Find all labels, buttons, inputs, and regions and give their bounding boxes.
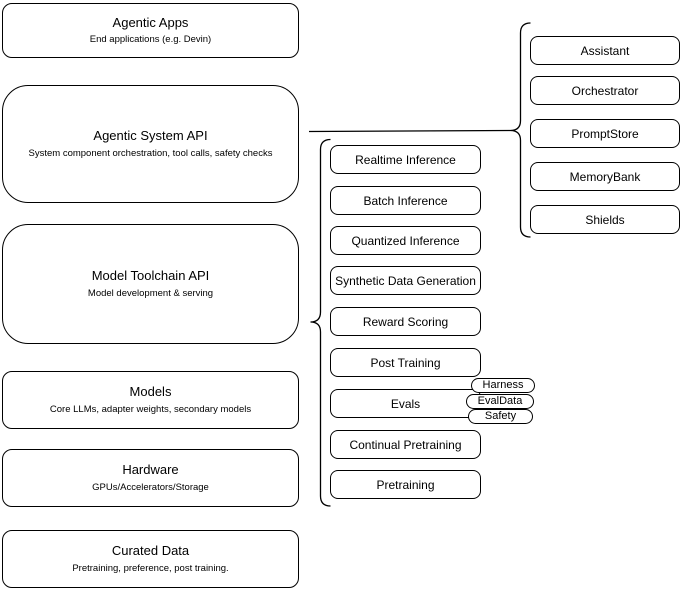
components-brace [510,22,531,238]
node-synthetic-data-generation: Synthetic Data Generation [330,266,481,295]
node-evals: Evals [330,389,481,418]
node-shields: Shields [530,205,680,234]
node-batch-inference: Batch Inference [330,186,481,215]
node-promptstore: PromptStore [530,119,680,148]
node-title: Models [129,384,172,400]
toolchain-brace [310,138,331,507]
node-subtitle: Model development & serving [87,287,214,299]
node-title: Agentic System API [93,128,208,144]
node-title: Agentic Apps [112,14,189,30]
node-subtitle: Core LLMs, adapter weights, secondary mo… [49,403,252,415]
node-assistant: Assistant [530,36,680,65]
node-memorybank: MemoryBank [530,162,680,191]
node-post-training: Post Training [330,348,481,377]
tag-safety: Safety [468,409,533,424]
api-components-connector-line [308,129,511,133]
node-subtitle: Pretraining, preference, post training. [72,562,229,574]
node-title: Model Toolchain API [91,268,210,284]
node-hardware: Hardware GPUs/Accelerators/Storage [2,449,299,507]
tag-evaldata: EvalData [466,394,534,409]
node-subtitle: GPUs/Accelerators/Storage [92,481,209,493]
node-models: Models Core LLMs, adapter weights, secon… [2,371,299,429]
node-model-toolchain-api: Model Toolchain API Model development & … [2,224,299,344]
node-orchestrator: Orchestrator [530,76,680,105]
node-agentic-apps: Agentic Apps End applications (e.g. Devi… [2,3,299,58]
node-title: Curated Data [111,543,190,559]
node-quantized-inference: Quantized Inference [330,226,481,255]
node-subtitle: End applications (e.g. Devin) [89,34,212,46]
node-continual-pretraining: Continual Pretraining [330,430,481,459]
node-reward-scoring: Reward Scoring [330,307,481,336]
node-subtitle: System component orchestration, tool cal… [28,147,273,159]
node-realtime-inference: Realtime Inference [330,145,481,174]
node-pretraining: Pretraining [330,470,481,499]
node-title: Hardware [122,462,179,478]
node-curated-data: Curated Data Pretraining, preference, po… [2,530,299,588]
node-agentic-system-api: Agentic System API System component orch… [2,85,299,203]
tag-harness: Harness [471,378,535,393]
